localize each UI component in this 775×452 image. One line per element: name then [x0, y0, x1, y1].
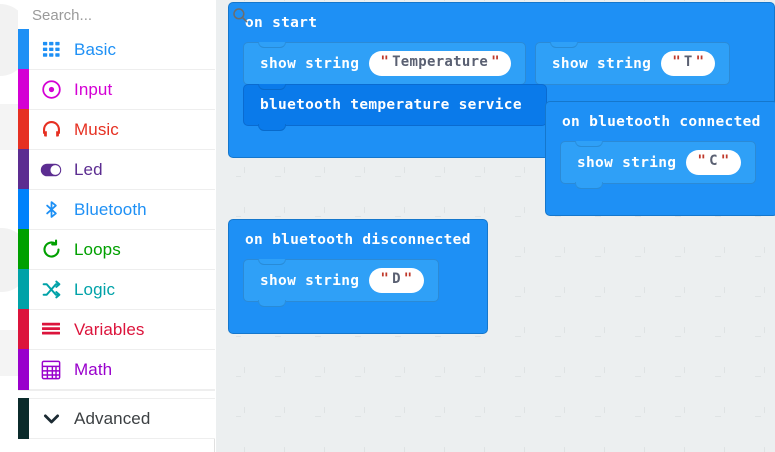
hat-block[interactable]: on start show string " Temperature " sho…	[228, 2, 775, 158]
sidebar-item-music[interactable]: Music	[18, 109, 215, 150]
block-label: bluetooth temperature service	[260, 97, 522, 113]
sidebar-item-label: Advanced	[74, 408, 151, 428]
block-show-string[interactable]: show string " Temperature "	[243, 42, 526, 85]
search-input[interactable]	[32, 6, 231, 24]
text-field[interactable]: " Temperature "	[369, 51, 511, 76]
field-value: C	[709, 153, 718, 170]
calculator-icon	[40, 359, 62, 381]
field-value: T	[683, 54, 693, 71]
open-quote: "	[697, 153, 707, 170]
field-value: D	[392, 271, 401, 288]
search-icon[interactable]	[231, 6, 249, 24]
close-quote: "	[695, 54, 705, 71]
sidebar-item-basic[interactable]: Basic	[18, 29, 215, 70]
search-row	[18, 0, 248, 30]
sidebar-item-input[interactable]: Input	[18, 69, 215, 110]
category-color-bar	[18, 349, 29, 390]
grid-icon	[40, 39, 62, 61]
sidebar-item-bluetooth[interactable]: Bluetooth	[18, 189, 215, 230]
block-label: show string	[551, 55, 652, 72]
sidebar-item-label: Input	[74, 79, 113, 99]
category-color-bar	[18, 398, 29, 439]
category-color-bar	[18, 309, 29, 350]
category-separator	[18, 390, 215, 399]
category-color-bar	[18, 269, 29, 310]
toolbox-sidebar: Basic Input	[18, 0, 248, 452]
block-label: show string	[260, 55, 360, 72]
bluetooth-icon	[40, 199, 62, 221]
category-color-bar	[18, 229, 29, 270]
close-quote: "	[403, 271, 413, 288]
sidebar-item-label: Led	[74, 159, 103, 179]
hat-label: on bluetooth connected	[562, 114, 761, 130]
text-field[interactable]: " C "	[686, 150, 741, 175]
block-label: show string	[260, 272, 360, 289]
open-quote: "	[672, 54, 681, 71]
block-show-string[interactable]: show string " D "	[243, 259, 439, 307]
text-field[interactable]: " T "	[661, 51, 716, 76]
shuffle-icon	[40, 279, 62, 301]
category-color-bar	[18, 109, 29, 150]
hat-block[interactable]: on bluetooth disconnected show string " …	[228, 219, 488, 334]
sidebar-item-label: Variables	[74, 319, 145, 339]
field-value: Temperature	[392, 54, 489, 71]
open-quote: "	[380, 54, 390, 71]
category-color-bar	[18, 189, 29, 230]
headphone-icon	[40, 119, 62, 141]
hat-label: on bluetooth disconnected	[245, 232, 471, 248]
category-color-bar	[18, 149, 29, 190]
hat-block[interactable]: on bluetooth connected show string " C "	[545, 101, 775, 216]
sidebar-item-label: Loops	[74, 239, 121, 259]
hat-body: show string " C "	[546, 141, 775, 189]
list-icon	[40, 319, 62, 341]
sidebar-item-label: Math	[74, 359, 113, 379]
block-label: show string	[577, 154, 677, 171]
sidebar-item-led[interactable]: Led	[18, 149, 215, 190]
close-quote: "	[491, 54, 500, 71]
block-show-string[interactable]: show string " T "	[534, 42, 731, 85]
category-list: Basic Input	[18, 29, 215, 439]
sidebar-item-label: Basic	[74, 39, 117, 59]
text-field[interactable]: " D "	[369, 268, 424, 293]
block-on-start[interactable]: on start show string " Temperature " sho…	[228, 2, 775, 158]
block-show-string[interactable]: show string " C "	[560, 141, 756, 189]
open-quote: "	[380, 271, 390, 288]
hat-body: show string " D "	[229, 259, 487, 307]
close-quote: "	[720, 153, 730, 170]
sidebar-item-advanced[interactable]: Advanced	[18, 398, 215, 439]
hat-label: on start	[245, 15, 318, 31]
category-color-bar	[18, 29, 29, 70]
sidebar-item-loops[interactable]: Loops	[18, 229, 215, 270]
chevron-down-icon	[40, 408, 62, 430]
block-on-bluetooth-connected[interactable]: on bluetooth connected show string " C "	[545, 101, 775, 216]
block-on-bluetooth-disconnected[interactable]: on bluetooth disconnected show string " …	[228, 219, 488, 334]
hat-body: show string " Temperature " show string …	[229, 42, 774, 131]
sidebar-item-variables[interactable]: Variables	[18, 309, 215, 350]
sidebar-item-logic[interactable]: Logic	[18, 269, 215, 310]
toggle-icon	[40, 159, 62, 181]
refresh-icon	[40, 239, 62, 261]
sidebar-item-label: Logic	[74, 279, 116, 299]
sidebar-item-label: Music	[74, 119, 119, 139]
sidebar-item-math[interactable]: Math	[18, 349, 215, 390]
sidebar-item-label: Bluetooth	[74, 199, 147, 219]
blocks-workspace[interactable]: on start show string " Temperature " sho…	[216, 0, 775, 452]
target-icon	[40, 79, 62, 101]
block-bluetooth-temperature-service[interactable]: bluetooth temperature service	[243, 84, 547, 131]
category-color-bar	[18, 69, 29, 110]
